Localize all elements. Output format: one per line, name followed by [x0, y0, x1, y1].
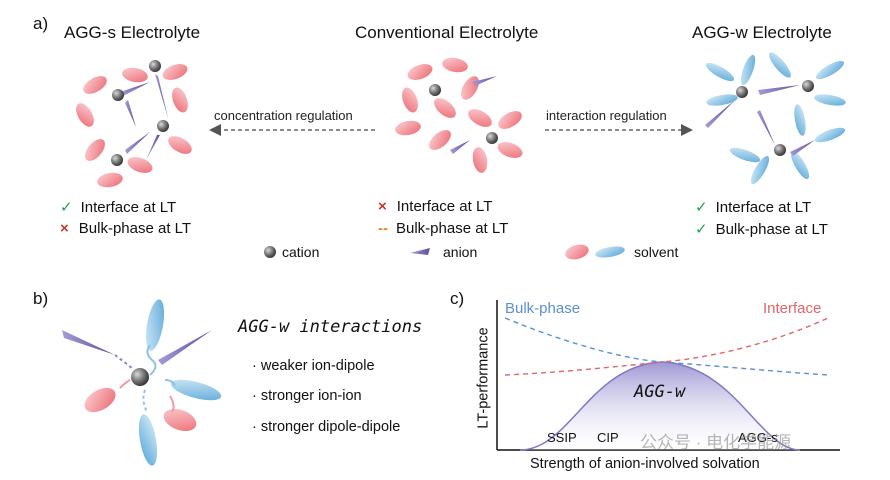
cross-icon: ×: [60, 220, 69, 237]
agg-w-cluster: [705, 52, 846, 185]
legend-anion-icon: [410, 248, 430, 255]
legend-cation-label: cation: [282, 244, 320, 260]
check-icon: ✓: [695, 199, 708, 216]
panel-b-label: b): [33, 289, 49, 308]
agg-w-peak-area: [520, 362, 800, 450]
cross-icon: ×: [378, 198, 387, 215]
agg-w-title: AGG-w Electrolyte: [692, 23, 832, 42]
legend-anion-label: anion: [443, 244, 478, 260]
bullet-item: · stronger ion-ion: [252, 388, 362, 404]
dash-icon: --: [378, 220, 388, 237]
bulk-phase-label: Bulk-phase: [505, 300, 581, 317]
panel-c-chart: [496, 300, 840, 451]
panel-b-title: AGG-w interactions: [238, 317, 423, 337]
agg-w-peak-label: AGG-w: [634, 382, 686, 402]
x-marker-ssip: SSIP: [547, 430, 577, 445]
legend-solvent-label: solvent: [634, 244, 679, 260]
bullet-item: · stronger dipole-dipole: [252, 419, 401, 435]
legend-cation-icon: [264, 246, 276, 258]
conventional-title: Conventional Electrolyte: [355, 23, 539, 42]
interaction-regulation-label: interaction regulation: [546, 108, 667, 123]
legend-solvent-icon: [565, 244, 625, 260]
agg-s-title: AGG-s Electrolyte: [64, 23, 201, 42]
conventional-status-bulk: --Bulk-phase at LT: [378, 220, 509, 237]
agg-w-status-bulk: ✓Bulk-phase at LT: [695, 221, 828, 238]
x-axis-label: Strength of anion-involved solvation: [530, 456, 760, 472]
conventional-status-interface: ×Interface at LT: [378, 198, 493, 215]
agg-w-interaction-diagram: [62, 299, 222, 466]
x-marker-cip: CIP: [597, 430, 619, 445]
y-axis-label: LT-performance: [475, 327, 492, 429]
watermark: 公众号 · 电化学能源: [640, 433, 792, 452]
check-icon: ✓: [695, 221, 708, 238]
interface-label: Interface: [763, 300, 822, 317]
bullet-item: · weaker ion-dipole: [252, 358, 375, 374]
x-marker-agg-s: AGG-s: [738, 430, 778, 445]
panel-c-label: c): [450, 289, 465, 308]
agg-w-status-interface: ✓Interface at LT: [695, 199, 812, 216]
agg-s-status-bulk: ×Bulk-phase at LT: [60, 220, 192, 237]
check-icon: ✓: [60, 199, 73, 216]
conventional-cluster: [395, 57, 523, 173]
panel-a-label: a): [33, 14, 49, 33]
interface-curve: [504, 317, 829, 376]
agg-s-cluster: [76, 60, 192, 188]
agg-s-status-interface: ✓Interface at LT: [60, 199, 177, 216]
concentration-regulation-label: concentration regulation: [214, 108, 353, 123]
